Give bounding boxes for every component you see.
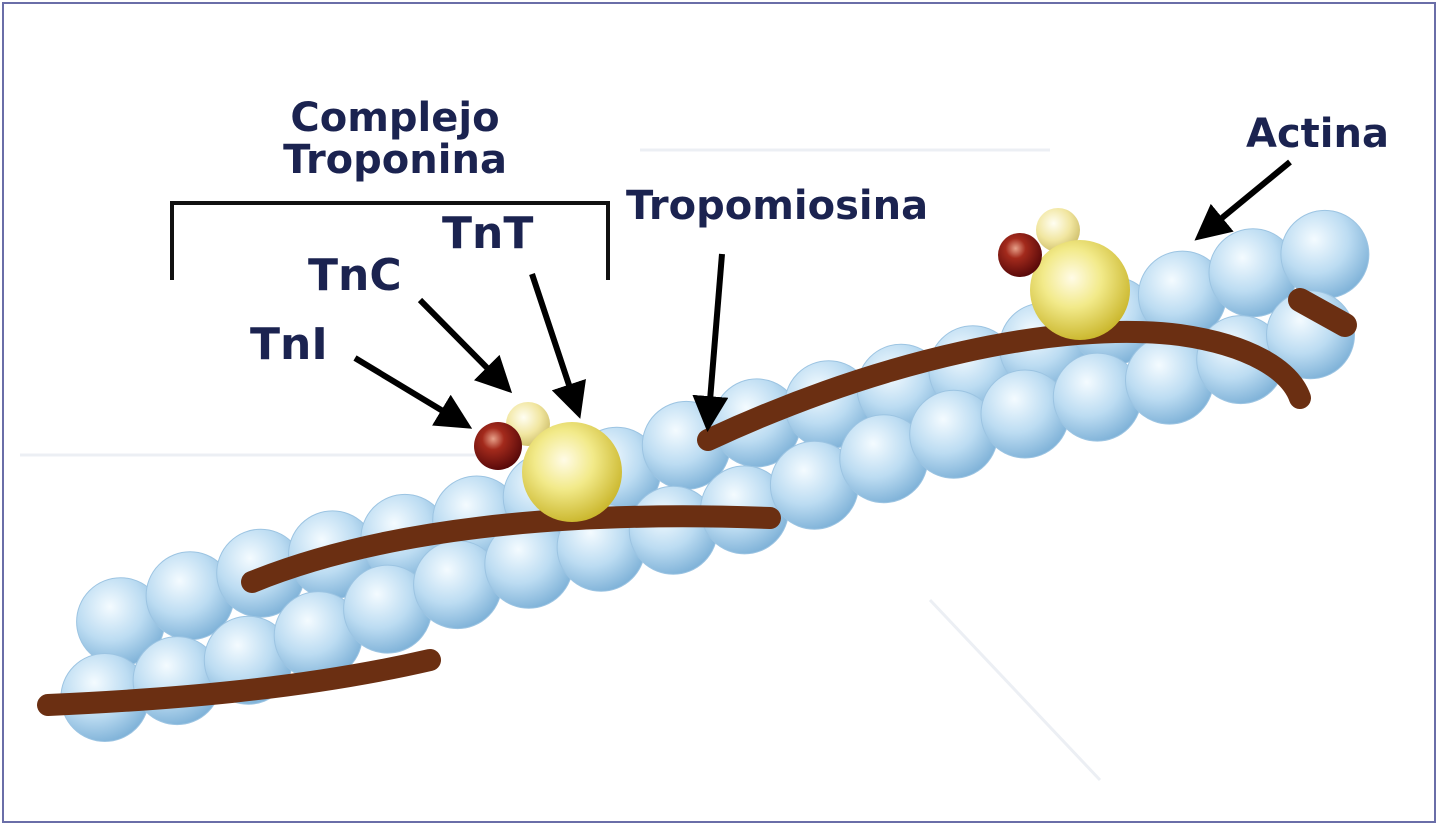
troponin-complex-bracket [170, 201, 610, 280]
arrow-tropomiosina [692, 253, 729, 433]
tropomyosin-strands [37, 288, 1357, 716]
tnt-subunit [522, 422, 622, 522]
label-tnc: TnC [308, 250, 402, 301]
label-tni: TnI [250, 319, 328, 370]
label-troponina: Troponina [283, 137, 507, 183]
label-tnt: TnT [442, 208, 534, 259]
actin-filament [60, 209, 1370, 742]
tropomyosin-strand-middle [241, 505, 781, 593]
background-ghost-lines [20, 148, 1102, 782]
arrow-tnc [417, 297, 513, 394]
actin-monomer [1280, 209, 1370, 299]
arrow-tnt [529, 273, 586, 419]
label-arrows [353, 159, 1292, 433]
label-actina: Actina [1246, 111, 1389, 157]
tnc-subunit [1036, 208, 1080, 252]
label-tropomiosina: Tropomiosina [626, 183, 929, 229]
tni-subunit [474, 422, 522, 470]
tropomyosin-strand-end [1288, 288, 1357, 337]
tropomyosin-strand-upper [697, 320, 1311, 451]
arrow-tni [353, 355, 473, 429]
troponin-complex-left [474, 402, 622, 522]
tnt-subunit [1030, 240, 1130, 340]
arrow-actina [1194, 159, 1292, 241]
label-complejo: Complejo [290, 95, 500, 141]
tropomyosin-strand-lower [37, 649, 441, 716]
troponin-complex-right [998, 208, 1130, 340]
tni-subunit [998, 233, 1042, 277]
